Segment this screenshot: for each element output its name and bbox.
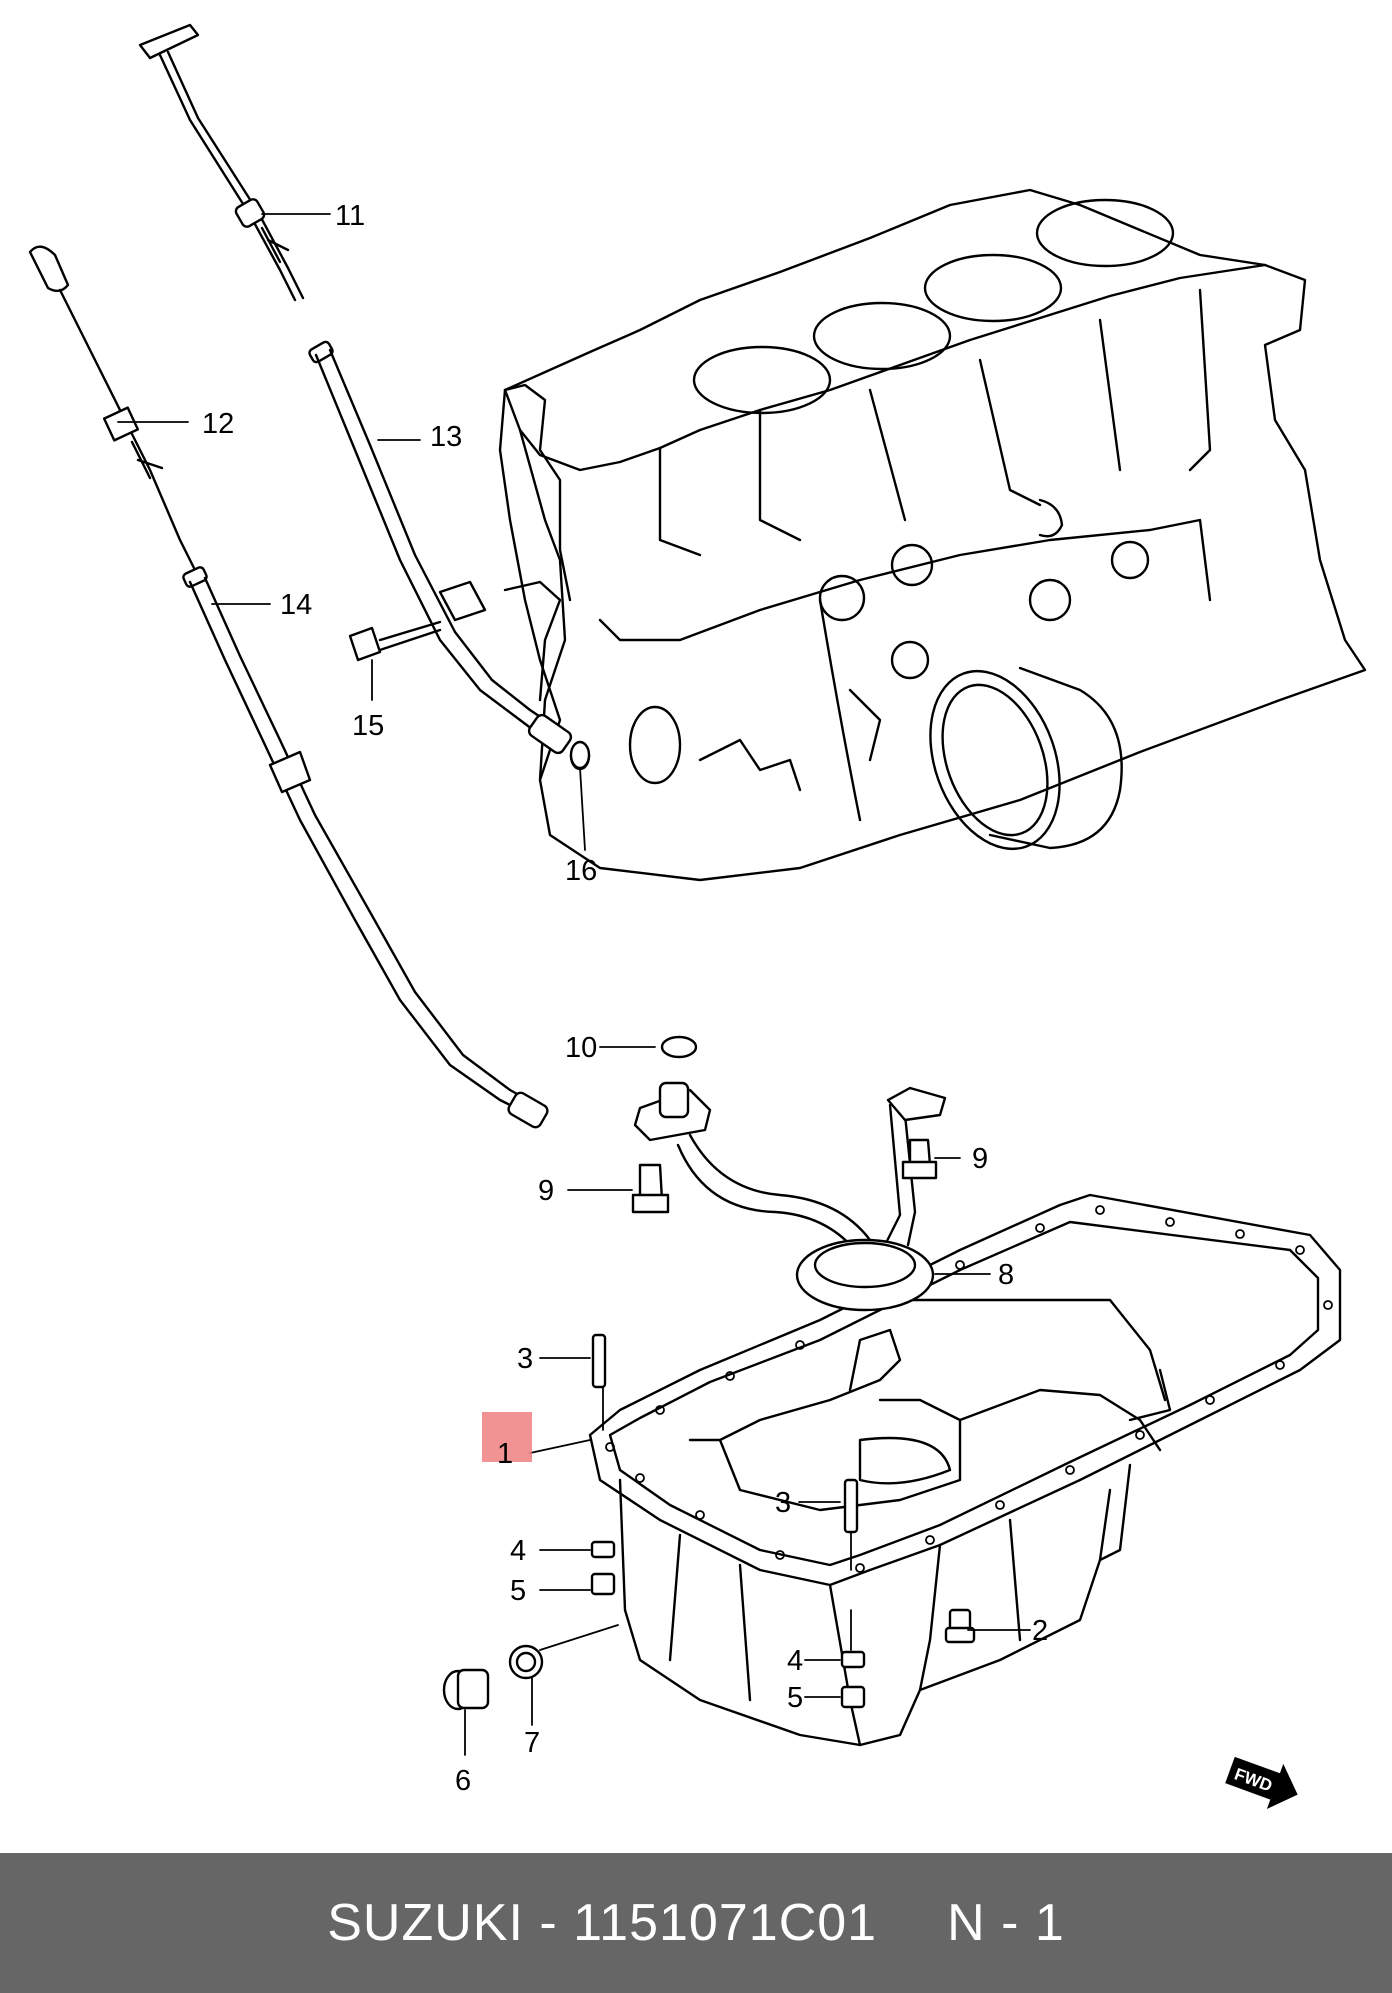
callout-13: 13 (430, 421, 462, 453)
oil-strainer (631, 1035, 947, 1312)
callout-11: 11 (335, 200, 365, 232)
callout-8: 8 (998, 1259, 1014, 1291)
parts-diagram: 11 12 13 14 15 16 10 9 9 8 3 1 3 4 5 4 5… (28, 23, 1367, 1809)
engine-block (498, 188, 1367, 882)
dipstick-long (28, 245, 549, 1129)
callout-3-inner: 3 (775, 1487, 791, 1519)
oil-pan (588, 1193, 1342, 1747)
callout-10: 10 (565, 1032, 597, 1064)
footer-bar: SUZUKI - 1151071C01 N - 1 (0, 1853, 1392, 1993)
bolt-15 (348, 620, 442, 662)
callout-7: 7 (524, 1727, 540, 1759)
leader-lines (117, 213, 1031, 1756)
callout-14: 14 (280, 589, 312, 621)
fasteners (442, 1333, 976, 1711)
callout-15: 15 (352, 710, 384, 742)
fwd-arrow: FWD (1225, 1756, 1298, 1809)
callout-12: 12 (202, 408, 234, 440)
diagram-position: N - 1 (947, 1894, 1065, 1952)
callout-5-left: 5 (510, 1575, 526, 1607)
callout-4-right: 4 (787, 1645, 803, 1677)
callout-3-left: 3 (517, 1343, 533, 1375)
highlight-box (482, 1412, 532, 1462)
dipstick-upper (138, 23, 591, 771)
callout-6: 6 (455, 1765, 471, 1797)
callout-1: 1 (497, 1438, 513, 1470)
callout-16: 16 (565, 855, 597, 887)
callout-4-left: 4 (510, 1535, 526, 1567)
callout-9-right: 9 (972, 1143, 988, 1175)
callout-5-right: 5 (787, 1682, 803, 1714)
o-ring-16 (569, 740, 591, 770)
callout-9-left: 9 (538, 1175, 554, 1207)
callout-labels: 11 12 13 14 15 16 10 9 9 8 3 1 3 4 5 4 5… (202, 200, 1048, 1797)
flange-holes (605, 1205, 1333, 1573)
part-code: SUZUKI - 1151071C01 (327, 1894, 878, 1952)
callout-2: 2 (1032, 1615, 1048, 1647)
